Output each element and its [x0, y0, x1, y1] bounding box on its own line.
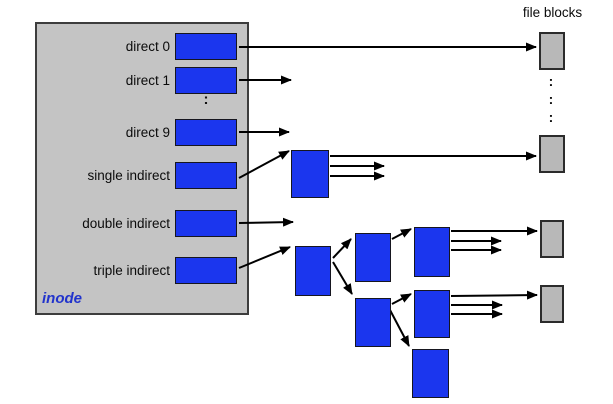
pointer-box-triple-indirect — [175, 257, 237, 284]
arrow-level2l-to-level3m — [391, 293, 412, 305]
triple-level3-lower-block — [412, 349, 449, 398]
triple-level3-middle-block — [414, 290, 450, 338]
pointer-box-double-indirect — [175, 210, 237, 237]
pointer-box-direct-9 — [175, 119, 237, 146]
pointer-box-single-indirect — [175, 162, 237, 189]
single-indirect-block — [291, 150, 329, 198]
inode-row-label-triple-indirect: triple indirect — [93, 263, 170, 278]
file-block-3 — [540, 220, 564, 258]
triple-level2-upper-block — [355, 233, 391, 282]
triple-level3-upper-block — [414, 227, 450, 277]
file-blocks-ellipsis: : : : — [548, 73, 554, 125]
arrow-level2l-to-level3l — [389, 309, 410, 347]
file-blocks-header: file blocks — [522, 5, 583, 20]
file-block-4 — [540, 285, 564, 323]
triple-level2-lower-block — [355, 298, 391, 347]
inode-row-label-single-indirect: single indirect — [87, 168, 170, 183]
pointer-box-direct-1 — [175, 67, 237, 94]
inode-row-label-direct-1: direct 1 — [125, 73, 170, 88]
file-block-2 — [539, 135, 565, 173]
inode-title-label: inode — [42, 290, 82, 307]
arrow-level3m-to-fileblock4 — [450, 290, 538, 300]
inode-row-label-double-indirect: double indirect — [82, 216, 170, 231]
inode-row-label-direct-0: direct 0 — [125, 39, 170, 54]
arrow-level1-to-level2-lower — [332, 261, 353, 295]
triple-level1-block — [295, 246, 331, 296]
arrow-level1-to-level2-upper — [332, 238, 352, 259]
inode-rows-ellipsis: : — [203, 91, 209, 108]
pointer-box-direct-0 — [175, 33, 237, 60]
file-block-1 — [539, 32, 565, 70]
inode-row-label-direct-9: direct 9 — [125, 125, 170, 140]
arrow-level2u-to-level3u — [391, 228, 412, 240]
